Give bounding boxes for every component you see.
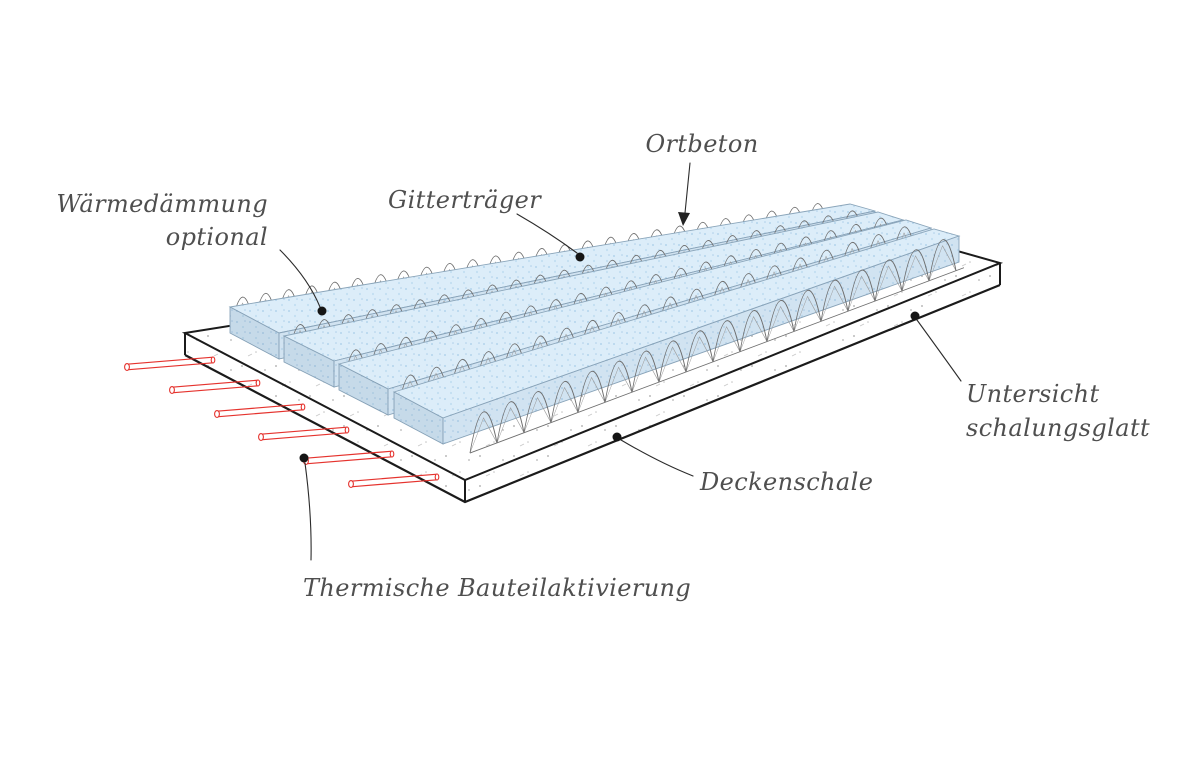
deckenschale-leader-line <box>620 439 694 477</box>
lattice-girder-row <box>469 239 964 454</box>
girder-baseline <box>470 267 964 454</box>
heating-pipes <box>124 356 440 488</box>
waermedaemmung-anchor-dot <box>317 306 327 316</box>
pipe-end-cap <box>169 386 175 394</box>
pipe-wall-ring <box>344 426 350 434</box>
insulation-strip-end <box>229 306 280 360</box>
pipe-body <box>126 356 214 371</box>
pipe-body <box>171 379 259 394</box>
pipe-wall-ring <box>300 403 306 411</box>
slab-front-face-texture <box>465 263 1000 502</box>
insulation-strip-end <box>283 335 335 388</box>
heating-pipe <box>348 473 440 488</box>
untersicht-sub-label: schalungsglatt <box>966 414 1150 442</box>
gittertraeger-label: Gitterträger <box>388 186 542 214</box>
deckenschale-label: Deckenschale <box>699 468 873 496</box>
annotation-untersicht: Untersicht schalungsglatt <box>910 311 1150 442</box>
pipe-wall-ring <box>255 379 261 387</box>
gittertraeger-anchor-dot <box>575 252 585 262</box>
waermedaemmung-label: Wärmedämmung <box>56 190 268 218</box>
insulation-strip-end <box>393 391 444 445</box>
heating-pipe <box>258 426 350 441</box>
untersicht-label: Untersicht <box>966 380 1100 408</box>
untersicht-leader-line <box>916 319 962 382</box>
insulation-strip-end-shade <box>394 392 443 444</box>
pipe-end-cap <box>124 363 130 371</box>
annotation-ortbeton: Ortbeton <box>645 130 758 226</box>
insulation-strip-end-shade <box>284 336 334 387</box>
annotation-waermedaemmung: Wärmedämmung optional <box>56 190 327 316</box>
pipe-body <box>305 450 393 465</box>
insulation-strip-end-shade <box>339 364 388 415</box>
pipe-end-cap <box>348 480 354 488</box>
gittertraeger-leader-line <box>516 213 578 254</box>
waermedaemmung-leader-line <box>279 249 321 308</box>
ortbeton-arrowhead-icon <box>678 212 690 226</box>
heating-pipe <box>124 356 216 371</box>
pipe-body <box>216 403 304 418</box>
pipe-end-cap <box>258 433 264 441</box>
untersicht-anchor-dot <box>910 311 920 321</box>
heating-pipe <box>214 403 306 418</box>
annotation-thermische: Thermische Bauteilaktivierung <box>299 453 691 602</box>
slab-left-face-texture <box>185 333 465 502</box>
pipe-body <box>260 426 348 441</box>
pipe-wall-ring <box>389 450 395 458</box>
thermische-anchor-dot <box>299 453 309 463</box>
thermische-label: Thermische Bauteilaktivierung <box>303 574 691 602</box>
ortbeton-arrow-line <box>684 162 691 214</box>
insulation-strip-end-shade <box>230 307 279 359</box>
annotation-deckenschale: Deckenschale <box>612 432 873 496</box>
insulation-strip-end <box>338 363 389 416</box>
annotations: Ortbeton Gitterträger Wärmedämmung optio… <box>56 130 1150 602</box>
pipe-wall-ring <box>434 473 440 481</box>
annotation-gittertraeger: Gitterträger <box>388 186 585 262</box>
girder-arches <box>469 239 957 454</box>
slab-corner-edges <box>184 263 1001 502</box>
ortbeton-label: Ortbeton <box>645 130 758 158</box>
waermedaemmung-sub-label: optional <box>166 223 268 251</box>
deckenschale-anchor-dot <box>612 432 622 442</box>
pipe-body <box>350 473 438 488</box>
heating-pipe <box>169 379 261 394</box>
pipe-wall-ring <box>210 356 216 364</box>
pipe-end-cap <box>214 410 220 418</box>
thermische-leader-line <box>304 462 312 561</box>
